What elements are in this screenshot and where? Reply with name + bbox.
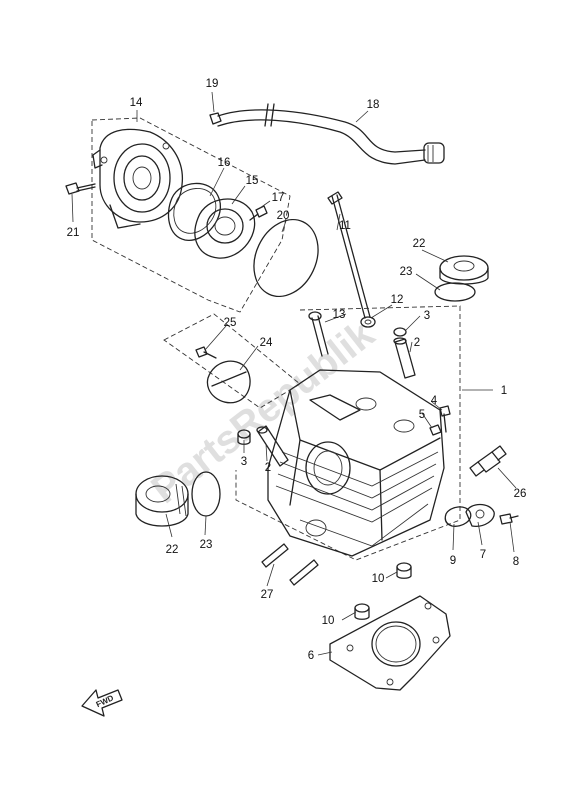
valve-plate-part[interactable] [194,198,256,259]
callout-20: 20 [277,210,290,222]
long-bolt-part-11[interactable] [327,191,371,319]
breather-hose-part[interactable] [217,103,445,165]
callout-15: 15 [246,175,259,187]
dowel-part-10-lower[interactable] [354,603,370,620]
valve-seal-upper[interactable] [393,327,407,337]
callout-14: 14 [130,97,143,109]
callout-3-lower: 3 [241,456,247,468]
spark-plug-part-26[interactable] [469,445,507,477]
cap-part-lower[interactable] [135,475,189,527]
callout-25: 25 [224,317,237,329]
nut-part-12[interactable] [360,316,376,328]
callout-26: 26 [514,488,527,500]
stud-part-13[interactable] [308,311,329,357]
gasket-part-9[interactable] [444,506,472,527]
hose-clip-part[interactable] [209,91,222,125]
washer-part-5[interactable] [429,424,442,436]
callout-22-lower: 22 [166,544,179,556]
valve-guide-lower[interactable] [256,425,289,467]
callout-21: 21 [67,227,80,239]
leader-lines [71,110,517,656]
dowel-part-10-upper[interactable] [396,562,412,579]
callout-2-upper: 2 [414,337,420,349]
callout-10-upper: 10 [372,573,385,585]
callout-3-upper: 3 [424,310,430,322]
callout-5: 5 [419,409,425,421]
callout-8: 8 [513,556,519,568]
callout-9: 9 [450,555,456,567]
o-ring-part-23-upper[interactable] [434,282,476,302]
callout-7: 7 [480,549,486,561]
o-ring-part-20[interactable] [242,209,330,307]
callout-16: 16 [218,157,231,169]
stud-part-27[interactable] [261,543,319,586]
cap-part-upper[interactable] [439,255,489,285]
callout-1: 1 [501,385,507,397]
callout-23-upper: 23 [400,266,413,278]
callout-labels: 14 19 18 16 15 17 21 20 11 22 23 12 13 3… [67,78,527,662]
callout-2-lower: 2 [265,462,271,474]
bolt-part-4[interactable] [439,405,451,433]
breather-cover-assembly[interactable] [91,117,291,313]
head-gasket-part-6[interactable] [329,595,451,691]
callout-17: 17 [272,192,285,204]
callout-4: 4 [431,395,438,407]
callout-22-upper: 22 [413,238,426,250]
callout-19: 19 [206,78,219,90]
valve-guide-upper[interactable] [393,337,416,379]
callout-11: 11 [339,220,351,232]
callout-13: 13 [333,309,346,321]
fwd-arrow-icon: FWD [81,689,123,717]
callout-10-lower: 10 [322,615,335,627]
callout-27: 27 [261,589,274,601]
callout-12: 12 [391,294,404,306]
callout-24: 24 [260,337,273,349]
callout-18: 18 [367,99,380,111]
bracket-assembly-24-25[interactable] [163,313,301,409]
bolt-part-8[interactable] [499,513,519,525]
bolt-part-21[interactable] [65,182,96,195]
callout-23-lower: 23 [200,539,213,551]
callout-6: 6 [308,650,314,662]
cylinder-head-part[interactable] [235,305,461,561]
